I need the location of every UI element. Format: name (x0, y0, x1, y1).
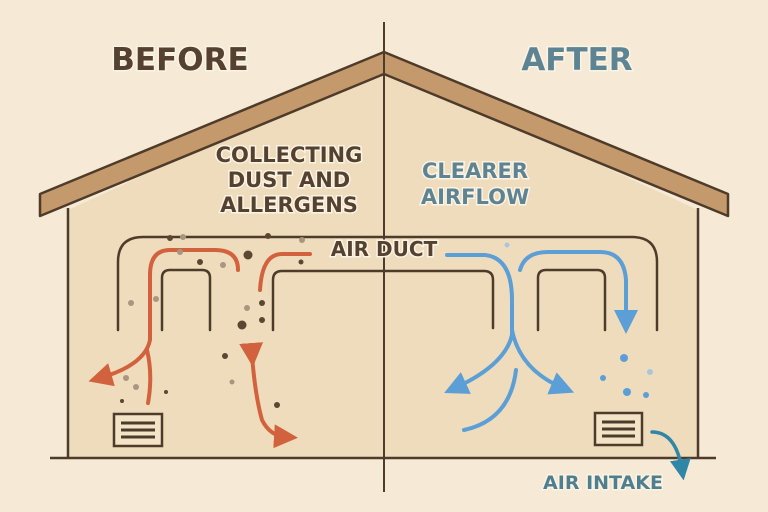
clean-arrow-4 (518, 250, 638, 334)
dust-particles (120, 233, 305, 408)
clearer-line-2: AIRFLOW (421, 185, 529, 209)
clearer-line-1: CLEARER (422, 159, 528, 183)
vent-left (112, 412, 164, 448)
dirty-arrow-2 (145, 348, 153, 405)
air-intake-label: AIR INTAKE (543, 472, 663, 494)
dirty-arrow-4 (239, 342, 298, 449)
collecting-line-1: COLLECTING (216, 143, 363, 167)
heading-after: AFTER (521, 42, 632, 78)
dirty-arrow-1 (88, 248, 240, 387)
air-intake-arrow (650, 430, 691, 481)
vent-right (593, 411, 644, 447)
air-duct-label: AIR DUCT (331, 237, 438, 261)
dirty-airflow (88, 248, 312, 449)
clean-airflow (444, 250, 638, 432)
collecting-line-2: DUST AND (228, 168, 351, 192)
heading-before: BEFORE (111, 42, 248, 78)
clean-arrow-2 (510, 328, 575, 395)
clean-arrow-3 (462, 368, 518, 432)
collecting-line-3: ALLERGENS (220, 193, 358, 217)
clean-particles (504, 242, 653, 398)
air-duct (116, 235, 659, 332)
dirty-arrow-3 (258, 252, 312, 292)
